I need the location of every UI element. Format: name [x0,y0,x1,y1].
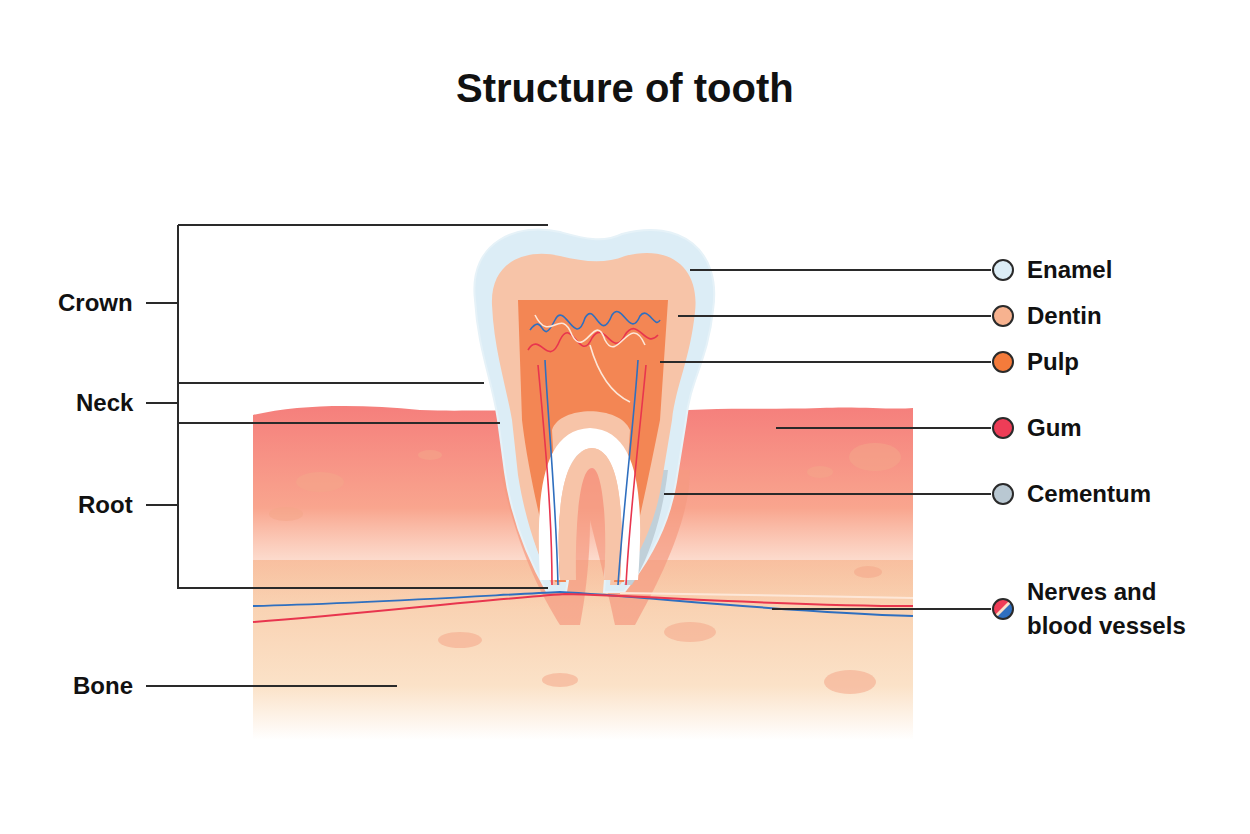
legend-swatch [992,305,1014,327]
leader-lines [146,225,991,686]
legend-swatch [992,351,1014,373]
nerves-and-blood-vessels [253,592,913,622]
legend-label: Enamel [1027,253,1227,287]
part-label: Crown [58,289,133,317]
part-label: Neck [76,389,133,417]
title: Structure of tooth [456,66,794,111]
pulp [518,300,668,582]
enamel [474,229,714,592]
pulp-nerves [528,312,660,585]
part-label: Bone [73,672,133,700]
legend-label: Pulp [1027,345,1227,379]
dentin [492,253,696,585]
part-label: Root [78,491,133,519]
gum-texture [269,443,901,694]
legend-swatch [992,259,1014,281]
legend-label: Nerves and blood vessels [1027,575,1227,643]
legend-label: Cementum [1027,477,1227,511]
legend-label: Gum [1027,411,1227,445]
legend-swatch [992,417,1014,439]
legend-label: Dentin [1027,299,1227,333]
legend-swatch [992,483,1014,505]
nerves-swatch [986,592,1020,626]
